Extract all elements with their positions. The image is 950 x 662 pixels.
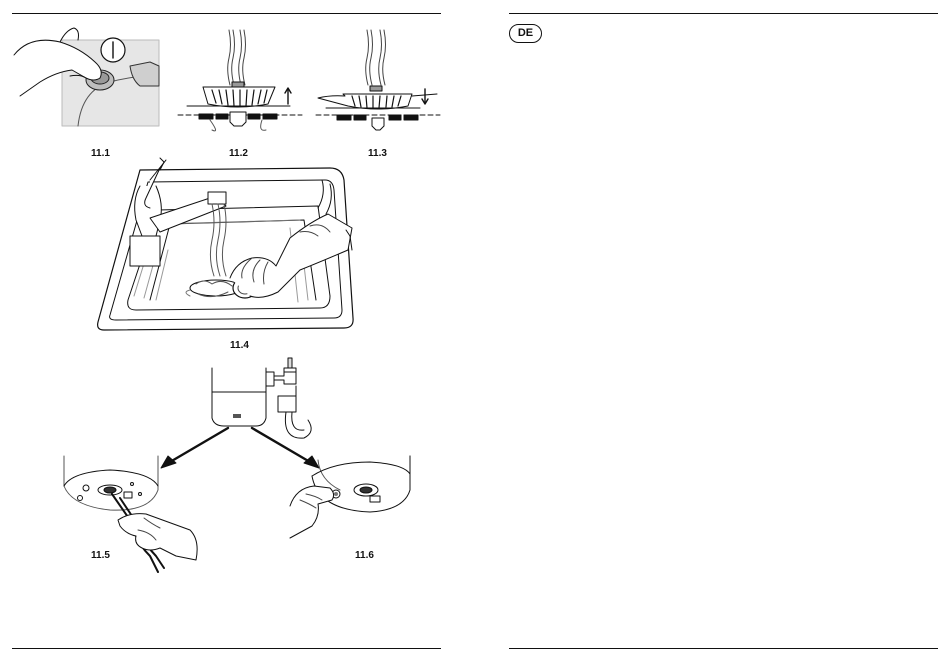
fig-11-2-illustration: [178, 30, 302, 131]
fig-11-4-illustration: [98, 158, 353, 330]
figure-label-11-3: 11.3: [368, 148, 387, 159]
fig-11-5-6-unit-illustration: [161, 358, 319, 468]
figure-label-11-2: 11.2: [229, 148, 248, 159]
figure-label-11-1: 11.1: [91, 148, 110, 159]
figure-label-11-4: 11.4: [230, 340, 249, 351]
fig-11-5-illustration: [64, 456, 197, 572]
fig-11-3-illustration: [316, 30, 440, 130]
figure-label-11-5: 11.5: [91, 550, 110, 561]
figure-label-11-6: 11.6: [355, 550, 374, 561]
fig-11-6-illustration: [290, 456, 410, 538]
fig-11-1-illustration: [14, 28, 159, 126]
